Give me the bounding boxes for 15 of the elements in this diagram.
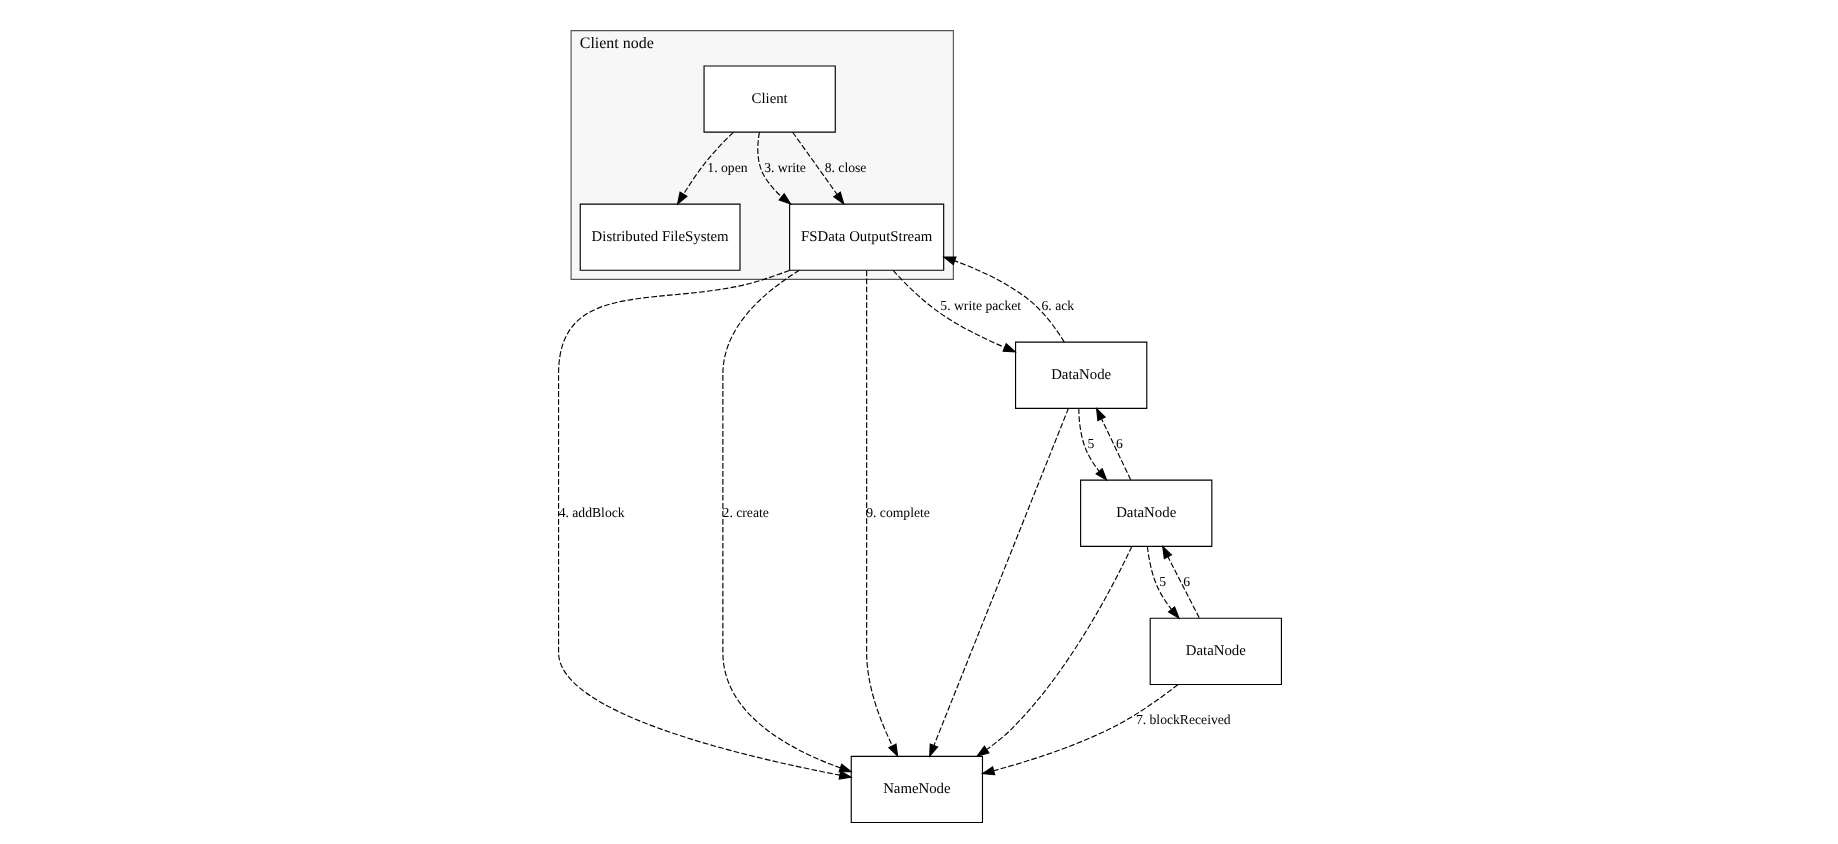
arrow [675,131,733,206]
arrow [928,407,1068,758]
arrow [891,269,1016,353]
arrow [1160,545,1199,619]
arrow [756,131,791,206]
arrow [1145,545,1180,620]
arrow [974,545,1132,757]
arrow [557,269,852,780]
arrow [721,269,852,773]
arrow [1094,407,1131,481]
arrow [791,131,844,206]
arrow [979,684,1178,776]
arrow [1077,407,1107,482]
arrow [865,270,898,758]
arrow [941,256,1064,343]
